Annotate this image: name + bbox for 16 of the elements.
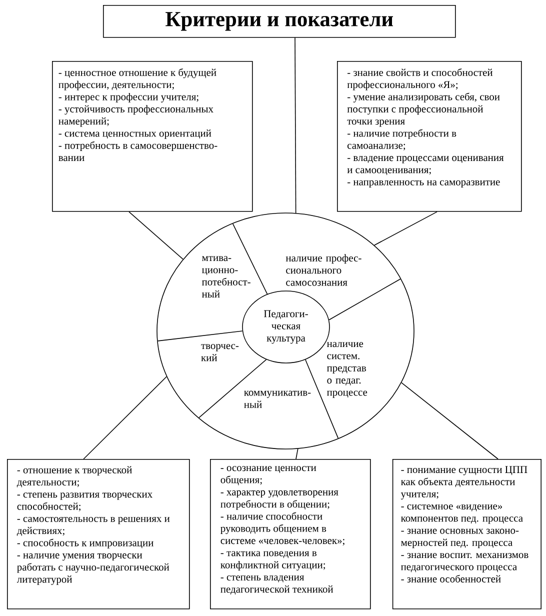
title-box: Критерии и показатели xyxy=(103,5,456,38)
criteria-box: - ценностное отношение к будущей профессии, деятельности; - интерес к профессии учителя; - устойчивость профессиональных намерений; - система ценностных ориентаций - потребность в самосовершенство- вании xyxy=(52,61,253,212)
criteria-box: - отношение к творческой деятельности; - степень развития творческих способностей; - самостоятельность в решениях и действиях; - способность к импровизации - наличие умения творчески работать с научно-педагогической литературой xyxy=(7,459,190,610)
connector-line xyxy=(128,211,184,260)
sector-label: творчес- кий xyxy=(201,344,239,362)
outer-circle xyxy=(156,212,414,450)
connector-line xyxy=(83,376,167,460)
criteria-box: - знание свойств и способностей профессионального «Я»; - умение анализировать себя, свои поступки с профессиональной точки зрения - наличие потребности в самоанализе; - владение процессами оценивания и самооценивания; - направленность на саморазвитие xyxy=(337,61,522,212)
connector-line xyxy=(401,382,498,460)
connector-line xyxy=(296,448,298,460)
sector-label: коммуникатив- ный xyxy=(244,390,311,408)
connector-line xyxy=(374,211,438,246)
criteria-box: - понимание сущности ЦПП как объекта деятельности учителя; - системное «видение» компонентов пед. процесса - знание основных законо- мерностей пед. процесса - знание воспит. механизмов педагогического процесса - знание особенностей xyxy=(392,459,542,610)
criteria-box: - осознание ценности общения; - характер удовлетворения потребности в общении; - наличие способности руководить общением в системе «человек-человек»; - тактика поведения в конфликтной ситуации; - степень владения педагогической техникой xyxy=(210,459,371,610)
sector-label: наличие профес- сионального самосознания xyxy=(286,254,362,286)
connector-line xyxy=(294,37,296,214)
